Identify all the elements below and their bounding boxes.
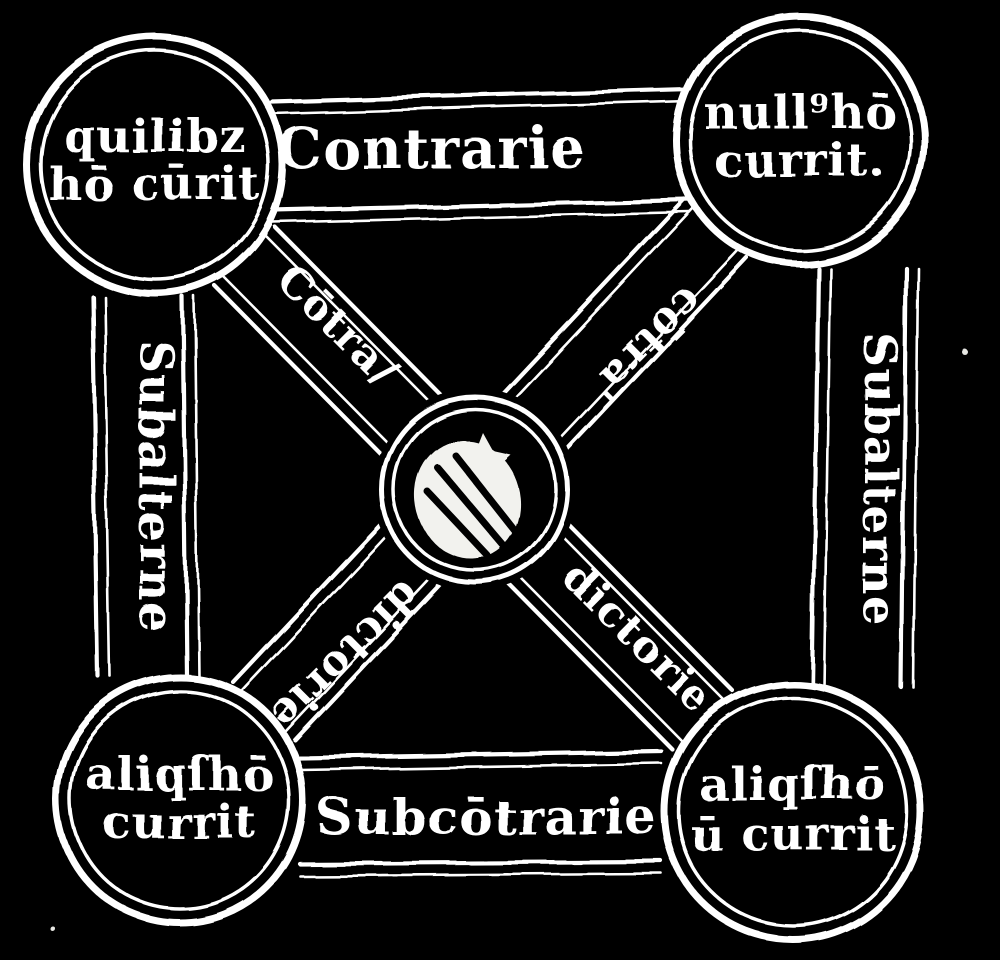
edge-top-band — [269, 87, 693, 224]
edge-right-label: Subalterne — [853, 333, 907, 627]
node-bottom-right-label-line2: ū currit — [690, 807, 896, 861]
edge-bottom-label: Subcōtrarie — [316, 787, 657, 846]
edge-right-band — [809, 265, 920, 691]
center-medallion — [373, 388, 577, 592]
node-bottom-right: aliqſhō ū currit — [661, 680, 925, 944]
edge-left-label: Subalterne — [129, 339, 183, 633]
node-bottom-left-label-line1: aliqſhō — [86, 747, 274, 801]
node-bottom-right-label-line1: aliqſhō — [699, 757, 887, 811]
print-speck — [49, 925, 55, 931]
node-bottom-left-label-line2: currit — [103, 795, 258, 849]
node-top-right-label-line2: currit. — [714, 133, 886, 187]
hand-flower-ornament-icon — [415, 432, 521, 560]
node-top-left-label-line1: quilibz — [63, 109, 246, 163]
node-bottom-left: aliqſhō currit — [53, 673, 307, 927]
node-top-left: quilibz hō cūrit — [23, 33, 287, 297]
edge-top-label: Contrarie — [277, 116, 587, 182]
node-top-right: null⁹hō currit. — [672, 12, 928, 268]
edge-left-band — [89, 293, 200, 679]
node-top-right-label-line1: null⁹hō — [703, 85, 896, 139]
edge-bottom-band — [297, 749, 665, 878]
print-speck — [962, 349, 968, 355]
node-top-left-label-line2: hō cūrit — [49, 157, 262, 211]
